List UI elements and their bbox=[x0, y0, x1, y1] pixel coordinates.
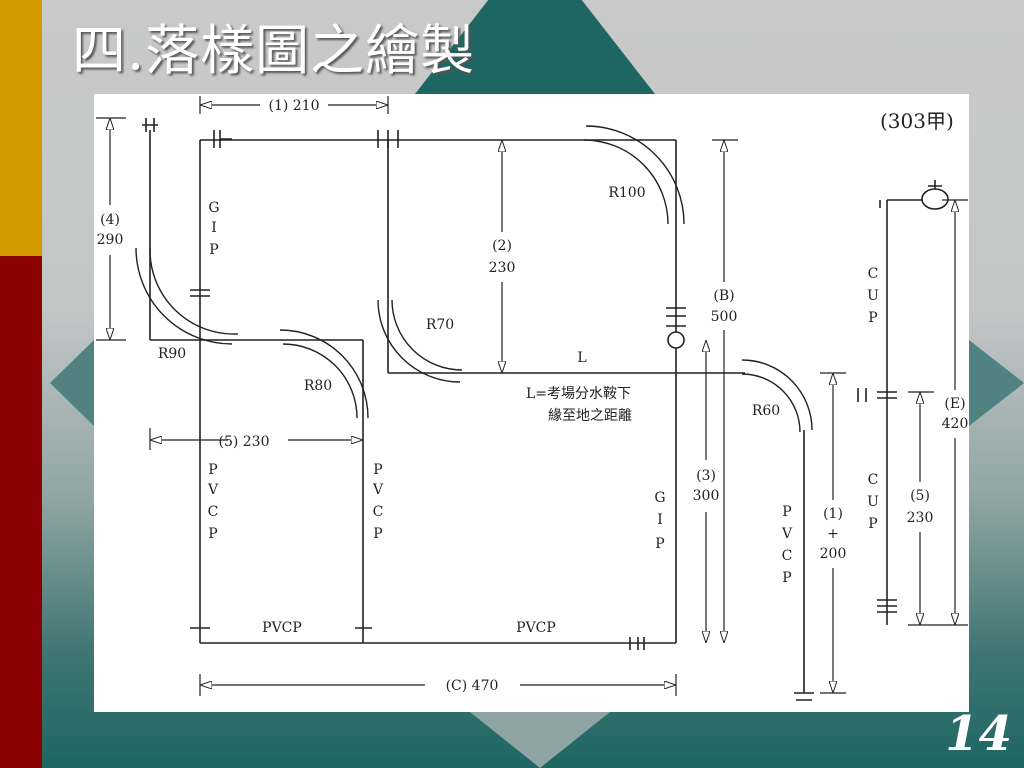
dim-p1-label: (1) bbox=[823, 506, 843, 522]
bend-r100 bbox=[583, 125, 685, 225]
bend-r90 bbox=[135, 247, 239, 345]
pvcp-a-v: V bbox=[207, 482, 219, 498]
page-number: 14 bbox=[945, 706, 1012, 762]
pvcp-end bbox=[794, 692, 814, 701]
fittings bbox=[142, 118, 932, 701]
fitting-2 bbox=[377, 130, 399, 148]
pvcp-c-v: V bbox=[781, 526, 793, 542]
red-side-bar bbox=[0, 256, 42, 768]
bends bbox=[135, 125, 813, 433]
gip-left-p: P bbox=[209, 242, 218, 258]
dim-1-label: (1) 210 bbox=[268, 98, 319, 114]
gip-right-p: P bbox=[655, 536, 664, 552]
cup-top-p: P bbox=[868, 310, 877, 326]
dim-5b-label: (5) bbox=[910, 488, 930, 504]
dim-5-label: (5) 230 bbox=[218, 434, 269, 450]
pvcp-b-p2: P bbox=[373, 526, 382, 542]
bend-r80 bbox=[279, 329, 369, 419]
dim-5b-value: 230 bbox=[907, 510, 934, 526]
dim-2-label: (2) bbox=[492, 238, 512, 254]
dim-2-value: 230 bbox=[489, 260, 516, 276]
gold-side-bar bbox=[0, 0, 42, 256]
faucet-icon bbox=[921, 188, 949, 210]
l-label: L bbox=[577, 350, 586, 366]
right-diamond bbox=[969, 340, 1024, 426]
dim-3-value: 300 bbox=[693, 488, 720, 504]
dim-b-label: (B) bbox=[713, 288, 734, 304]
dim-p1-plus: + bbox=[827, 526, 839, 542]
faucet-handle-icon bbox=[928, 180, 942, 189]
gip-left-g: G bbox=[208, 200, 219, 216]
cup-bot-p: P bbox=[868, 516, 877, 532]
dim-4-ticks bbox=[96, 117, 126, 341]
cup-tee bbox=[857, 388, 897, 402]
dim-e-label: (E) bbox=[944, 396, 965, 412]
dim-e-value: 420 bbox=[942, 416, 969, 432]
bend-r60 bbox=[741, 359, 813, 433]
dim-4-label: (4) bbox=[100, 212, 120, 228]
fitting-3 bbox=[190, 289, 210, 297]
pvcp-bottom-right-label: PVCP bbox=[516, 620, 556, 636]
pvcp-a-p1: P bbox=[208, 462, 217, 478]
drawing-code: (303甲) bbox=[880, 109, 954, 133]
pvcp-c-c: C bbox=[782, 548, 793, 564]
bend-r70 bbox=[377, 299, 463, 383]
left-diamond bbox=[50, 340, 94, 426]
cup-top-c: C bbox=[868, 266, 879, 282]
pvcp-c-p1: P bbox=[782, 504, 791, 520]
cup-base bbox=[877, 599, 897, 613]
cup-top-u: U bbox=[867, 288, 879, 304]
valve-icon bbox=[667, 331, 685, 349]
cup-bot-u: U bbox=[867, 494, 879, 510]
l-note-line-2: 緣至地之距離 bbox=[548, 407, 632, 424]
bend-r100-label: R100 bbox=[608, 185, 645, 201]
fitting-5 bbox=[629, 637, 645, 650]
pvcp-b-c: C bbox=[373, 504, 384, 520]
pvcp-bottom-left-label: PVCP bbox=[262, 620, 302, 636]
gip-right-i: I bbox=[657, 512, 663, 528]
riser-cap bbox=[142, 118, 158, 132]
pvcp-b-p1: P bbox=[373, 462, 382, 478]
cup-bot-c: C bbox=[868, 472, 879, 488]
bend-r90-label: R90 bbox=[158, 346, 186, 362]
dim-e-ticks bbox=[908, 199, 968, 626]
fitting-4 bbox=[666, 307, 686, 327]
dim-3-label: (3) bbox=[696, 468, 716, 484]
dim-c-label: (C) 470 bbox=[446, 678, 499, 694]
slide-title: 四.落樣圖之繪製 bbox=[72, 19, 476, 82]
layout-diagram-panel: (303甲) (1) 210 (4) 290 (2) 230 (B) 500 (… bbox=[94, 94, 969, 712]
gip-right-g: G bbox=[654, 490, 665, 506]
pipe-layout-diagram: (303甲) (1) 210 (4) 290 (2) 230 (B) 500 (… bbox=[96, 96, 969, 701]
pvcp-a-c: C bbox=[208, 504, 219, 520]
dim-p1-value: 200 bbox=[820, 546, 847, 562]
l-note-line-1: L=考場分水鞍下 bbox=[526, 386, 631, 402]
bend-r80-label: R80 bbox=[304, 378, 332, 394]
fitting-1 bbox=[213, 130, 232, 148]
gip-left-i: I bbox=[211, 220, 217, 236]
top-diamond bbox=[415, 0, 655, 94]
dim-b-value: 500 bbox=[711, 309, 738, 325]
pvcp-c-p2: P bbox=[782, 570, 791, 586]
diagram-labels: (303甲) (1) 210 (4) 290 (2) 230 (B) 500 (… bbox=[97, 98, 969, 694]
bend-r60-label: R60 bbox=[752, 403, 780, 419]
dimension-lines bbox=[96, 96, 968, 696]
dim-4-value: 290 bbox=[97, 232, 124, 248]
pipe-lines bbox=[149, 130, 920, 693]
bend-r70-label: R70 bbox=[426, 317, 454, 333]
pvcp-b-v: V bbox=[372, 482, 384, 498]
pvcp-a-p2: P bbox=[208, 526, 217, 542]
bottom-diamond bbox=[470, 712, 610, 768]
